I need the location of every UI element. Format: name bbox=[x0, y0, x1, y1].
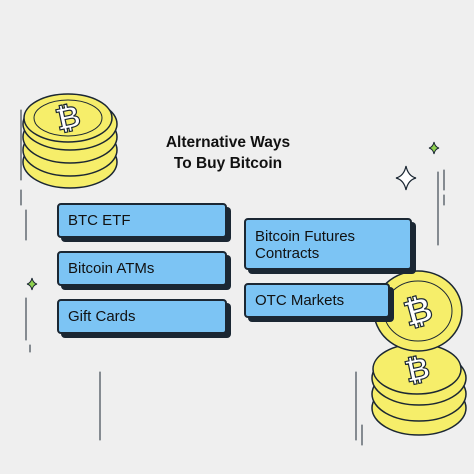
star-icon bbox=[395, 165, 417, 191]
card-bitcoin-futures-contracts: Bitcoin Futures Contracts bbox=[244, 218, 412, 270]
card-label: Gift Cards bbox=[68, 308, 136, 325]
card-label: BTC ETF bbox=[68, 212, 131, 229]
title-line-1: Alternative Ways bbox=[165, 134, 291, 151]
card-btc-etf: BTC ETF bbox=[57, 203, 227, 238]
card-label: OTC Markets bbox=[255, 292, 345, 309]
title-line-2: To Buy Bitcoin bbox=[173, 155, 283, 172]
sparkle-icon bbox=[26, 277, 38, 291]
card-otc-markets: OTC Markets bbox=[244, 283, 390, 318]
card-label-line-1: Bitcoin Futures bbox=[255, 228, 356, 245]
sparkle-icon bbox=[428, 141, 440, 155]
bitcoin-coin-stack-top-left: ₿ bbox=[22, 93, 118, 189]
card-label: Bitcoin ATMs bbox=[68, 260, 155, 277]
card-gift-cards: Gift Cards bbox=[57, 299, 227, 334]
decor-lines bbox=[20, 109, 445, 446]
page-title: Alternative Ways To Buy Bitcoin bbox=[128, 132, 328, 174]
card-bitcoin-atms: Bitcoin ATMs bbox=[57, 251, 227, 286]
card-label-line-2: Contracts bbox=[255, 245, 320, 262]
bitcoin-coin-stack-bottom-right: ₿ ₿ bbox=[371, 270, 467, 436]
